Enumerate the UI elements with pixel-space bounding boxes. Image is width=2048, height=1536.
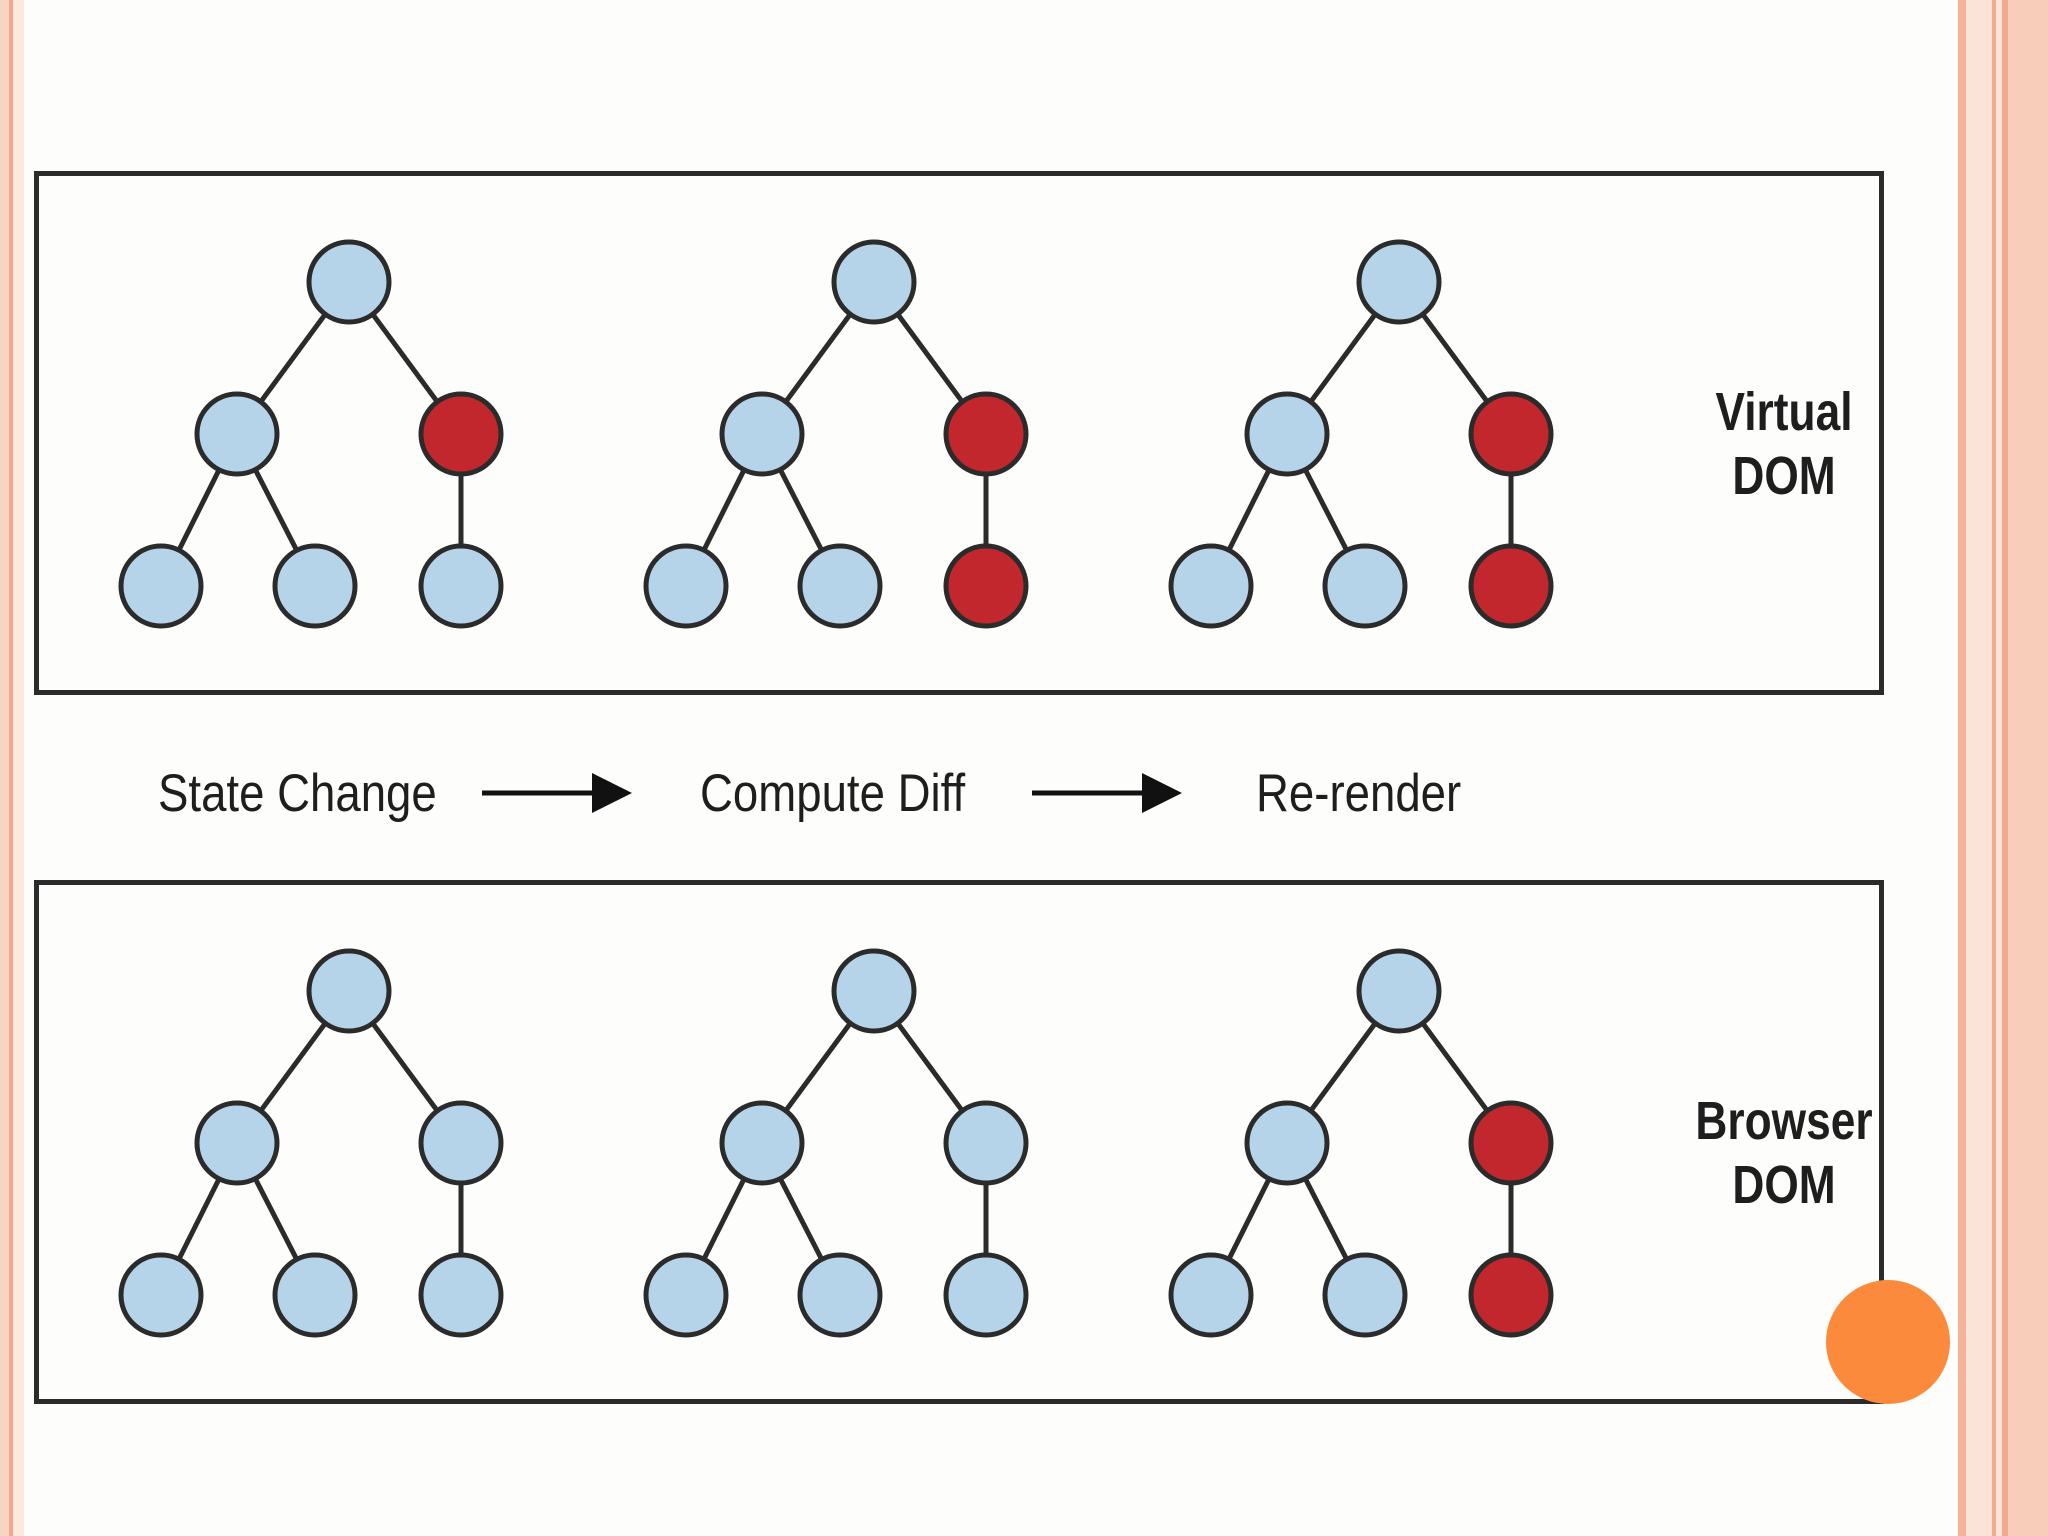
flow-step-compute-diff: Compute Diff	[700, 764, 966, 823]
tree-node-right-changed	[418, 391, 504, 477]
tree-node-left-leaf-2	[797, 543, 883, 629]
accent-dot	[1826, 1280, 1950, 1404]
tree-node-left	[1244, 391, 1330, 477]
virtual-tree-1	[118, 239, 504, 629]
tree-node-root	[831, 239, 917, 325]
arrow-right-icon	[1032, 773, 1182, 813]
browser-dom-panel: Browser DOM	[34, 880, 1884, 1404]
tree-node-left-leaf-1	[643, 543, 729, 629]
tree-node-left-leaf-1	[118, 543, 204, 629]
tree-node-right-leaf-changed	[943, 543, 1029, 629]
tree-node-left-leaf-1	[118, 1252, 204, 1338]
tree-node-root	[831, 948, 917, 1034]
virtual-dom-label-line-2: DOM	[1732, 446, 1836, 506]
tree-node-right-leaf	[418, 543, 504, 629]
tree-node-root	[1356, 239, 1442, 325]
flow-step-state-change: State Change	[158, 764, 437, 823]
tree-node-right-changed	[1468, 391, 1554, 477]
browser-dom-label: Browser DOM	[1632, 1089, 1935, 1217]
tree-node-left-leaf-2	[1322, 543, 1408, 629]
tree-node-left-leaf-1	[1168, 1252, 1254, 1338]
virtual-dom-trees	[118, 239, 1554, 629]
tree-node-left-leaf-2	[272, 1252, 358, 1338]
tree-node-left-leaf-2	[272, 543, 358, 629]
tree-node-right-leaf	[943, 1252, 1029, 1338]
tree-node-left	[194, 391, 280, 477]
tree-node-right	[418, 1100, 504, 1186]
tree-node-right-leaf-changed	[1468, 1252, 1554, 1338]
tree-node-right-changed	[943, 391, 1029, 477]
virtual-dom-label: Virtual DOM	[1632, 380, 1935, 508]
virtual-dom-label-line-1: Virtual	[1715, 382, 1853, 442]
tree-node-right-leaf	[418, 1252, 504, 1338]
browser-tree-3	[1168, 948, 1554, 1338]
flow-step-re-render: Re-render	[1256, 764, 1462, 823]
tree-node-left	[719, 391, 805, 477]
tree-node-right-leaf-changed	[1468, 543, 1554, 629]
tree-node-left-leaf-2	[797, 1252, 883, 1338]
arrow-right-icon	[482, 773, 632, 813]
tree-node-root	[306, 948, 392, 1034]
virtual-tree-3	[1168, 239, 1554, 629]
browser-dom-label-line-2: DOM	[1732, 1155, 1836, 1215]
virtual-dom-panel: Virtual DOM	[34, 171, 1884, 695]
flow-row: State Change Compute Diff Re-render	[0, 755, 1952, 835]
virtual-tree-2	[643, 239, 1029, 629]
slide-border-right	[1952, 0, 2048, 1536]
tree-node-right-changed	[1468, 1100, 1554, 1186]
browser-tree-2	[643, 948, 1029, 1338]
tree-node-left	[1244, 1100, 1330, 1186]
tree-node-root	[306, 239, 392, 325]
browser-dom-label-line-1: Browser	[1695, 1091, 1873, 1151]
tree-node-right	[943, 1100, 1029, 1186]
tree-node-left	[194, 1100, 280, 1186]
slide-border-left	[0, 0, 24, 1536]
tree-node-left-leaf-2	[1322, 1252, 1408, 1338]
tree-node-left-leaf-1	[643, 1252, 729, 1338]
tree-node-root	[1356, 948, 1442, 1034]
tree-node-left	[719, 1100, 805, 1186]
browser-tree-1	[118, 948, 504, 1338]
tree-node-left-leaf-1	[1168, 543, 1254, 629]
browser-dom-trees	[118, 948, 1554, 1338]
